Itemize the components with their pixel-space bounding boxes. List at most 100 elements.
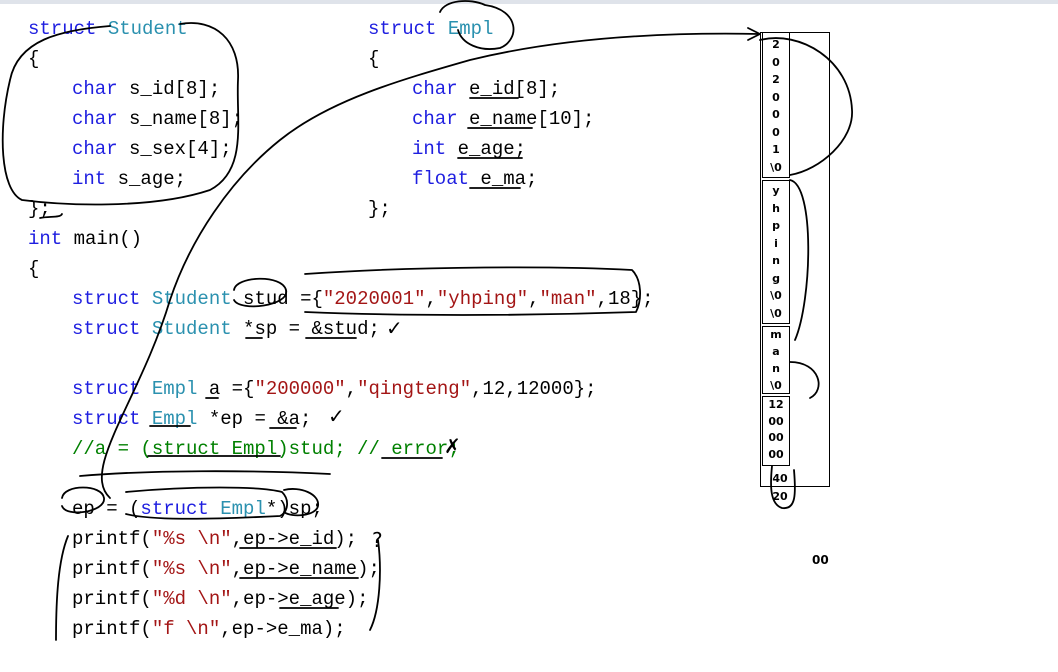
memory-cell: \0 [770, 289, 782, 302]
code-token: "man" [539, 288, 597, 310]
code-token: int [28, 228, 63, 250]
memory-cell: n [772, 362, 780, 375]
code-token: Empl [220, 498, 266, 520]
memory-cell: 20 [772, 490, 788, 503]
code-line: int s_age; [72, 168, 186, 190]
question-mark: ? [372, 528, 383, 552]
code-token: int [72, 168, 107, 190]
code-token: "200000" [254, 378, 346, 400]
code-token: *sp = &stud; [231, 318, 380, 340]
memory-cell: 1 [772, 143, 780, 156]
code-token: }; [368, 198, 391, 220]
code-token: ,ep->e_ma); [220, 618, 346, 640]
code-token: char [412, 78, 458, 100]
code-token: char [412, 108, 458, 130]
code-token: printf( [72, 618, 152, 640]
code-token: }; [28, 198, 51, 220]
code-line: char s_id[8]; [72, 78, 220, 100]
code-token: s_name[8]; [117, 108, 244, 130]
code-line: ep = (struct Empl*)sp; [72, 498, 323, 520]
code-line: float e_ma; [412, 168, 537, 190]
memory-cell: g [772, 271, 780, 285]
code-token: //a = (struct Empl)stud; // error; [72, 438, 460, 460]
memory-cell: 12 [768, 398, 784, 411]
memory-cell: 00 [768, 414, 784, 428]
code-line: struct Empl *ep = &a; [72, 408, 311, 430]
ink-wave-line [79, 470, 331, 477]
code-token: struct [140, 498, 221, 520]
memory-cell: 0 [772, 55, 780, 69]
code-token: struct [72, 318, 152, 340]
code-line: }; [28, 198, 51, 220]
code-line: printf("%s \n",ep->e_id); [72, 528, 357, 550]
code-token: printf( [72, 528, 152, 550]
code-line: { [368, 48, 379, 70]
code-token: float [412, 168, 470, 190]
memory-cell: 0 [772, 108, 780, 121]
code-token: s_age; [106, 168, 187, 190]
code-line: int e_age; [412, 138, 526, 160]
code-token: "2020001" [322, 288, 426, 310]
code-token: int [412, 138, 447, 160]
code-token: e_ma; [469, 168, 538, 190]
code-token: *)sp; [265, 498, 323, 520]
memory-cell: 2 [772, 73, 780, 86]
code-line: struct Empl a ={"200000","qingteng",12,1… [72, 378, 597, 400]
code-token: e_age; [446, 138, 527, 160]
code-line: printf("f \n",ep->e_ma); [72, 618, 346, 640]
code-token: struct [368, 18, 448, 40]
code-line: printf("%d \n",ep->e_age); [72, 588, 368, 610]
code-token: printf( [72, 588, 152, 610]
code-token: , [425, 288, 437, 310]
memory-block-s-sex [762, 326, 790, 394]
code-line: struct Student *sp = &stud; [72, 318, 380, 340]
ink-printf-bracket-right [369, 539, 381, 631]
code-line: { [28, 48, 39, 70]
code-token: e_id[8]; [457, 78, 561, 100]
code-line: struct Student stud ={"2020001","yhping"… [72, 288, 654, 310]
code-token: ,12,12000}; [471, 378, 597, 400]
code-line: { [28, 258, 39, 280]
code-token: "%s \n" [151, 558, 232, 580]
code-token: Student [107, 18, 188, 40]
code-token: "%d \n" [151, 588, 232, 610]
checkmark-sp: ✓ [386, 316, 403, 340]
code-token: ,ep->e_id); [231, 528, 358, 550]
memory-cell: \0 [770, 379, 782, 392]
code-token: "%s \n" [151, 528, 232, 550]
code-token: s_id[8]; [117, 78, 221, 100]
code-token: Empl [151, 378, 198, 400]
code-token: Empl [447, 18, 494, 40]
memory-cell: n [772, 254, 780, 267]
memory-cell: \0 [770, 160, 782, 174]
code-token: Empl [151, 408, 198, 430]
memory-cell: 0 [772, 125, 780, 139]
memory-cell: 0 [772, 90, 780, 104]
ink-printf-bracket [55, 535, 69, 641]
code-token: "f \n" [151, 618, 221, 640]
code-token: *ep = &a; [197, 408, 312, 430]
code-token: s_sex[4]; [117, 138, 232, 160]
code-token: Student [151, 318, 232, 340]
code-token: , [528, 288, 540, 310]
code-line: struct Student [28, 18, 188, 40]
memory-cell: i [774, 236, 778, 250]
code-line: //a = (struct Empl)stud; // error; [72, 438, 460, 460]
side-note: 00 [812, 553, 829, 567]
memory-cell: y [772, 184, 780, 197]
code-token: ,ep->e_age); [231, 588, 369, 610]
code-token: "yhping" [436, 288, 529, 310]
code-token: char [72, 78, 118, 100]
code-line: printf("%s \n",ep->e_name); [72, 558, 380, 580]
code-token: struct [28, 18, 108, 40]
code-token: e_name[10]; [457, 108, 595, 130]
memory-cell: 00 [768, 431, 784, 444]
code-line: }; [368, 198, 391, 220]
window-top-edge [0, 0, 1058, 4]
memory-cell: a [772, 345, 780, 358]
code-token: "qingteng" [357, 378, 472, 400]
code-token: char [72, 138, 118, 160]
code-token: struct [72, 408, 152, 430]
code-token: printf( [72, 558, 152, 580]
code-token: ,18}; [596, 288, 654, 310]
